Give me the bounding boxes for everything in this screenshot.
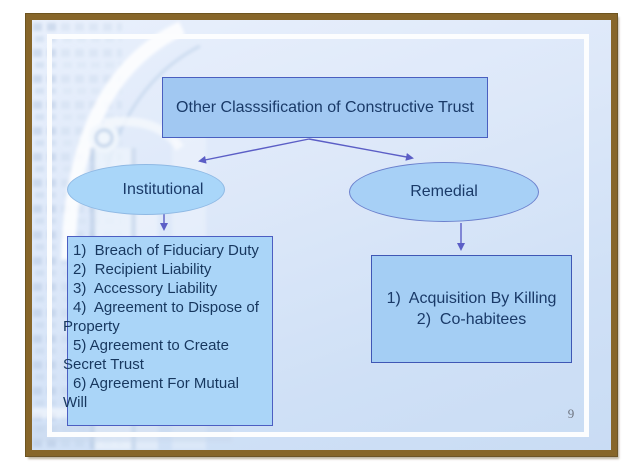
list-item: 2) Recipient Liability bbox=[73, 261, 212, 278]
institutional-node: Institutional bbox=[67, 164, 225, 215]
remedial-details-box: 1) Acquisition By Killing 2) Co-habitees bbox=[371, 255, 572, 363]
institutional-details-box: 1) Breach of Fiduciary Duty 2) Recipient… bbox=[63, 236, 273, 426]
institutional-list: 1) Breach of Fiduciary Duty 2) Recipient… bbox=[63, 241, 264, 412]
slide: Other Classsification of Constructive Tr… bbox=[26, 14, 617, 456]
institutional-label: Institutional bbox=[122, 180, 204, 198]
remedial-node: Remedial bbox=[349, 162, 539, 222]
list-item: 1) Acquisition By Killing bbox=[386, 290, 557, 307]
title-box: Other Classsification of Constructive Tr… bbox=[162, 77, 488, 138]
list-item: 4) Agreement to Dispose of Property bbox=[63, 299, 264, 335]
list-item: 5) Agreement to Create Secret Trust bbox=[63, 337, 234, 373]
remedial-label: Remedial bbox=[410, 183, 478, 200]
list-item: 2) Co-habitees bbox=[416, 311, 527, 328]
list-item: 6) Agreement For Mutual Will bbox=[63, 375, 244, 411]
title-text: Other Classsification of Constructive Tr… bbox=[176, 98, 474, 116]
list-item: 3) Accessory Liability bbox=[73, 280, 218, 297]
list-item: 1) Breach of Fiduciary Duty bbox=[73, 242, 259, 259]
page-number: 9 bbox=[567, 406, 575, 421]
